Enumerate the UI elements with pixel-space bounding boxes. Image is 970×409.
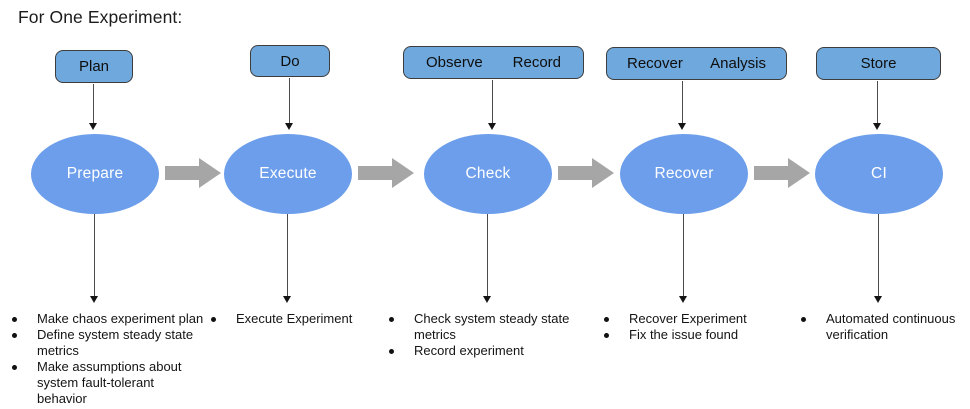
stage-ellipse-execute: Execute bbox=[224, 134, 352, 214]
bullet-list-recover: Recover Experiment Fix the issue found bbox=[600, 311, 790, 343]
bullet-icon bbox=[797, 311, 826, 322]
stage-ellipse-prepare: Prepare bbox=[31, 134, 159, 214]
down-arrow-icon bbox=[283, 214, 292, 303]
bullet-icon bbox=[207, 311, 236, 322]
bullet-item: Check system steady state metrics bbox=[385, 311, 585, 343]
bullet-icon bbox=[8, 359, 37, 370]
bullet-text: Define system steady state metrics bbox=[37, 327, 194, 358]
bullet-item: Make chaos experiment plan bbox=[8, 311, 216, 327]
bullet-item: Recover Experiment bbox=[600, 311, 790, 327]
bullet-icon bbox=[8, 311, 37, 322]
bullet-item: Make assumptions about system fault-tole… bbox=[8, 359, 216, 407]
stage-box-label: Plan bbox=[78, 58, 110, 75]
bullet-list-prepare: Make chaos experiment plan Define system… bbox=[8, 311, 216, 407]
stage-ellipse-label: Execute bbox=[259, 165, 317, 182]
down-arrow-icon bbox=[874, 214, 883, 303]
down-arrow-icon bbox=[679, 214, 688, 303]
bullet-icon bbox=[600, 311, 629, 322]
down-arrow-icon bbox=[483, 214, 492, 303]
stage-box-do: Do bbox=[250, 45, 330, 77]
bullet-text: Automated continuous verification bbox=[826, 311, 956, 342]
stage-box-observe-record: Observe Record bbox=[403, 46, 584, 79]
stage-box-label: Analysis bbox=[710, 55, 766, 72]
stage-box-plan: Plan bbox=[55, 50, 133, 83]
bullet-list-execute: Execute Experiment bbox=[207, 311, 387, 327]
stage-box-recover-analysis: Recover Analysis bbox=[606, 47, 787, 80]
stage-box-store: Store bbox=[816, 47, 941, 80]
down-arrow-icon bbox=[488, 80, 497, 130]
bullet-text: Fix the issue found bbox=[629, 327, 739, 342]
stage-ellipse-label: Recover bbox=[654, 165, 714, 182]
down-arrow-icon bbox=[873, 81, 882, 130]
flow-arrow-icon bbox=[754, 158, 810, 188]
stage-ellipse-label: Check bbox=[465, 165, 511, 182]
down-arrow-icon bbox=[678, 81, 687, 130]
stage-box-label: Observe bbox=[426, 54, 483, 71]
stage-box-label: Recover bbox=[627, 55, 683, 72]
stage-ellipse-ci: CI bbox=[815, 134, 943, 214]
diagram-title: For One Experiment: bbox=[18, 7, 183, 27]
down-arrow-icon bbox=[285, 78, 294, 130]
stage-ellipse-label: Prepare bbox=[66, 165, 124, 182]
bullet-icon bbox=[385, 311, 414, 322]
bullet-text: Make assumptions about system fault-tole… bbox=[37, 359, 182, 406]
bullet-item: Define system steady state metrics bbox=[8, 327, 216, 359]
flow-arrow-icon bbox=[165, 158, 221, 188]
flow-arrow-icon bbox=[558, 158, 614, 188]
stage-ellipse-recover: Recover bbox=[620, 134, 748, 214]
bullet-text: Check system steady state metrics bbox=[414, 311, 570, 342]
bullet-text: Record experiment bbox=[414, 343, 524, 358]
bullet-list-check: Check system steady state metrics Record… bbox=[385, 311, 585, 359]
bullet-item: Record experiment bbox=[385, 343, 585, 359]
bullet-item: Fix the issue found bbox=[600, 327, 790, 343]
stage-box-label: Do bbox=[280, 52, 300, 70]
stage-box-label: Record bbox=[512, 54, 561, 71]
bullet-text: Make chaos experiment plan bbox=[37, 311, 204, 326]
down-arrow-icon bbox=[89, 84, 98, 130]
bullet-icon bbox=[385, 343, 414, 354]
bullet-icon bbox=[600, 327, 629, 338]
bullet-text: Execute Experiment bbox=[236, 311, 353, 326]
stage-ellipse-label: CI bbox=[871, 165, 887, 182]
bullet-item: Execute Experiment bbox=[207, 311, 387, 327]
down-arrow-icon bbox=[90, 214, 99, 303]
flow-arrow-icon bbox=[358, 158, 414, 188]
bullet-list-ci: Automated continuous verification bbox=[797, 311, 970, 343]
bullet-icon bbox=[8, 327, 37, 338]
bullet-text: Recover Experiment bbox=[629, 311, 747, 326]
stage-ellipse-check: Check bbox=[424, 134, 552, 214]
bullet-item: Automated continuous verification bbox=[797, 311, 970, 343]
stage-box-label: Store bbox=[860, 55, 897, 72]
